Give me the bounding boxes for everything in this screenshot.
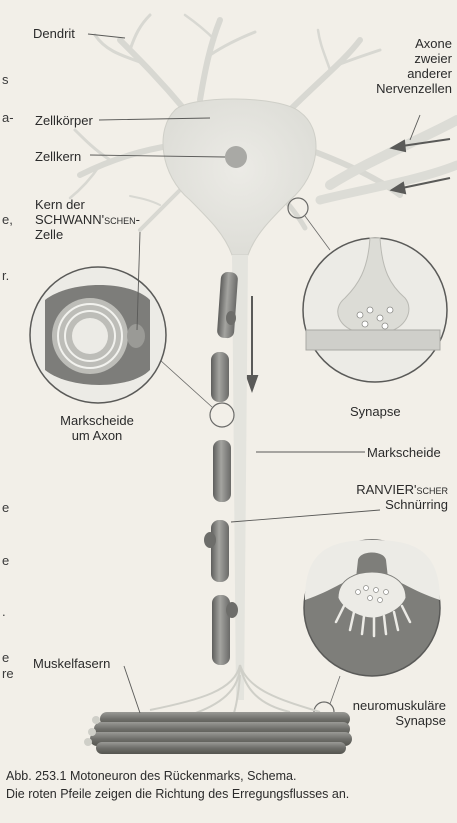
label-dendrit: Dendrit bbox=[33, 26, 75, 41]
label-schwann-nucleus: Kern der SCHWANN'schen- Zelle bbox=[35, 197, 140, 242]
caption-line-2: Die roten Pfeile zeigen die Richtung des… bbox=[6, 785, 454, 803]
synapse-detail bbox=[303, 238, 447, 382]
label-ranvier-line-2: Schnürring bbox=[332, 497, 448, 512]
label-neuromuskulaere-synapse: neuromuskuläre Synapse bbox=[336, 698, 446, 728]
label-markscheide: Markscheide bbox=[367, 445, 441, 460]
cell-body bbox=[163, 99, 316, 255]
label-axone-line-2: zweier bbox=[362, 51, 452, 66]
label-axone-line-4: Nervenzellen bbox=[362, 81, 452, 96]
label-kern-line-1: Kern der bbox=[35, 197, 140, 212]
neuromuscular-detail bbox=[304, 540, 440, 676]
label-zellkoerper: Zellkörper bbox=[35, 113, 93, 128]
label-zellkern: Zellkern bbox=[35, 149, 81, 164]
myelin-sheath bbox=[204, 272, 238, 665]
label-kern-line-3: Zelle bbox=[35, 227, 140, 242]
myelin-cross-section bbox=[30, 267, 166, 403]
label-msua-line-2: um Axon bbox=[42, 428, 152, 443]
left-edge-fragment: a- bbox=[2, 110, 14, 125]
label-synapse: Synapse bbox=[350, 404, 401, 419]
left-edge-fragment: e bbox=[2, 553, 9, 568]
label-msua-line-1: Markscheide bbox=[42, 413, 152, 428]
left-edge-fragment: r. bbox=[2, 268, 9, 283]
left-edge-fragment: e bbox=[2, 650, 9, 665]
label-ranvier-line-1: RANVIER'scher bbox=[332, 482, 448, 497]
axon-terminals bbox=[150, 665, 320, 720]
label-nm-line-1: neuromuskuläre bbox=[336, 698, 446, 713]
label-nm-line-2: Synapse bbox=[336, 713, 446, 728]
label-axone-line-3: anderer bbox=[362, 66, 452, 81]
left-edge-fragment: . bbox=[2, 604, 6, 619]
caption-line-1: Abb. 253.1 Motoneuron des Rückenmarks, S… bbox=[6, 767, 454, 785]
label-kern-line-2: SCHWANN'schen- bbox=[35, 212, 140, 227]
label-muskelfasern: Muskelfasern bbox=[33, 656, 110, 671]
left-edge-fragment: s bbox=[2, 72, 9, 87]
label-markscheide-um-axon: Markscheide um Axon bbox=[42, 413, 152, 443]
label-axone: Axone zweier anderer Nervenzellen bbox=[362, 36, 452, 96]
left-edge-fragment: e bbox=[2, 500, 9, 515]
cell-nucleus bbox=[225, 146, 247, 168]
left-edge-fragment: re bbox=[2, 666, 14, 681]
figure-caption: Abb. 253.1 Motoneuron des Rückenmarks, S… bbox=[6, 767, 454, 803]
left-edge-fragment: e, bbox=[2, 212, 13, 227]
label-ranvier: RANVIER'scher Schnürring bbox=[332, 482, 448, 512]
sheath-detail-marker bbox=[210, 403, 234, 427]
muscle-fibres bbox=[84, 712, 352, 754]
label-axone-line-1: Axone bbox=[362, 36, 452, 51]
